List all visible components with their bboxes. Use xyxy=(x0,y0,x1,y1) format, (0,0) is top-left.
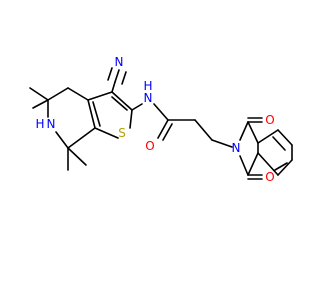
phthalimide-group xyxy=(239,117,293,180)
imide-c3-aryl xyxy=(247,152,259,176)
thiophene-double-c7a-c3a xyxy=(92,101,101,127)
nitrile-bond-2 xyxy=(107,67,113,81)
nitrile-n-label: N xyxy=(115,55,124,69)
imide-n-c3 xyxy=(239,155,249,176)
imide-o-top-label: O xyxy=(265,113,274,127)
methyl-c7-b xyxy=(67,147,87,166)
nitrile-bond-3 xyxy=(121,71,127,85)
bond-nh-carbonyl xyxy=(153,103,169,121)
ring-bond-c3a-c4 xyxy=(67,87,89,101)
methyl-c5-a xyxy=(29,87,49,101)
atom-labels: N N H S N H O N O O xyxy=(35,55,274,184)
molecule-svg: N N H S N H O N O O xyxy=(29,55,293,184)
structure-diagram: N N H S N H O N O O xyxy=(29,55,293,184)
benzene-inner-1 xyxy=(272,136,286,151)
amide-n-label: N xyxy=(144,91,153,105)
ring-bond-c4-c5 xyxy=(47,87,69,101)
benzene-bond-5 xyxy=(257,152,279,176)
nitrile-bond-1 xyxy=(114,69,120,83)
thiophene-bond-c2-s xyxy=(129,109,133,129)
carbonyl-bond-a xyxy=(157,119,169,139)
ring-bond-n6-c7 xyxy=(55,131,69,149)
imide-c1-aryl xyxy=(247,121,259,144)
benzene-inner-2 xyxy=(274,162,288,171)
carbonyl-bond-b xyxy=(162,123,173,141)
amide-chain xyxy=(131,103,233,148)
tetrahydropyridine-ring xyxy=(47,87,96,149)
chain-bond-3 xyxy=(211,139,233,148)
nitrile-group xyxy=(107,67,127,93)
bond-c2-nh xyxy=(131,103,143,111)
imide-n-c1 xyxy=(239,121,249,141)
thiophene-bond-c3a-c3 xyxy=(87,91,113,101)
amide-o-label: O xyxy=(145,139,154,153)
nitrile-to-ring-bond xyxy=(111,81,116,93)
benzene-bond-4 xyxy=(277,159,293,176)
ring-h-label: H xyxy=(35,117,44,131)
thiophene-bond-c7a-c3a xyxy=(87,99,96,129)
thiophene-bond-s-c7a xyxy=(94,127,119,139)
chain-bond-2 xyxy=(194,119,213,141)
methyl-groups xyxy=(29,87,87,171)
thiophene-double-c3-c2 xyxy=(111,96,128,111)
thiophene-s-label: S xyxy=(118,126,126,140)
thiophene-ring xyxy=(87,91,133,139)
benzene-bond-1 xyxy=(257,129,279,144)
ring-n-label: N xyxy=(47,117,56,131)
imide-o-bottom-label: O xyxy=(265,170,274,184)
imide-n-label: N xyxy=(232,141,241,155)
thiophene-bond-c3-c2 xyxy=(111,91,133,111)
ring-bond-c7-c7a xyxy=(67,127,96,149)
methyl-c5-b xyxy=(32,99,49,109)
amide-h-label: H xyxy=(143,79,152,93)
benzene-bond-2 xyxy=(277,129,293,146)
